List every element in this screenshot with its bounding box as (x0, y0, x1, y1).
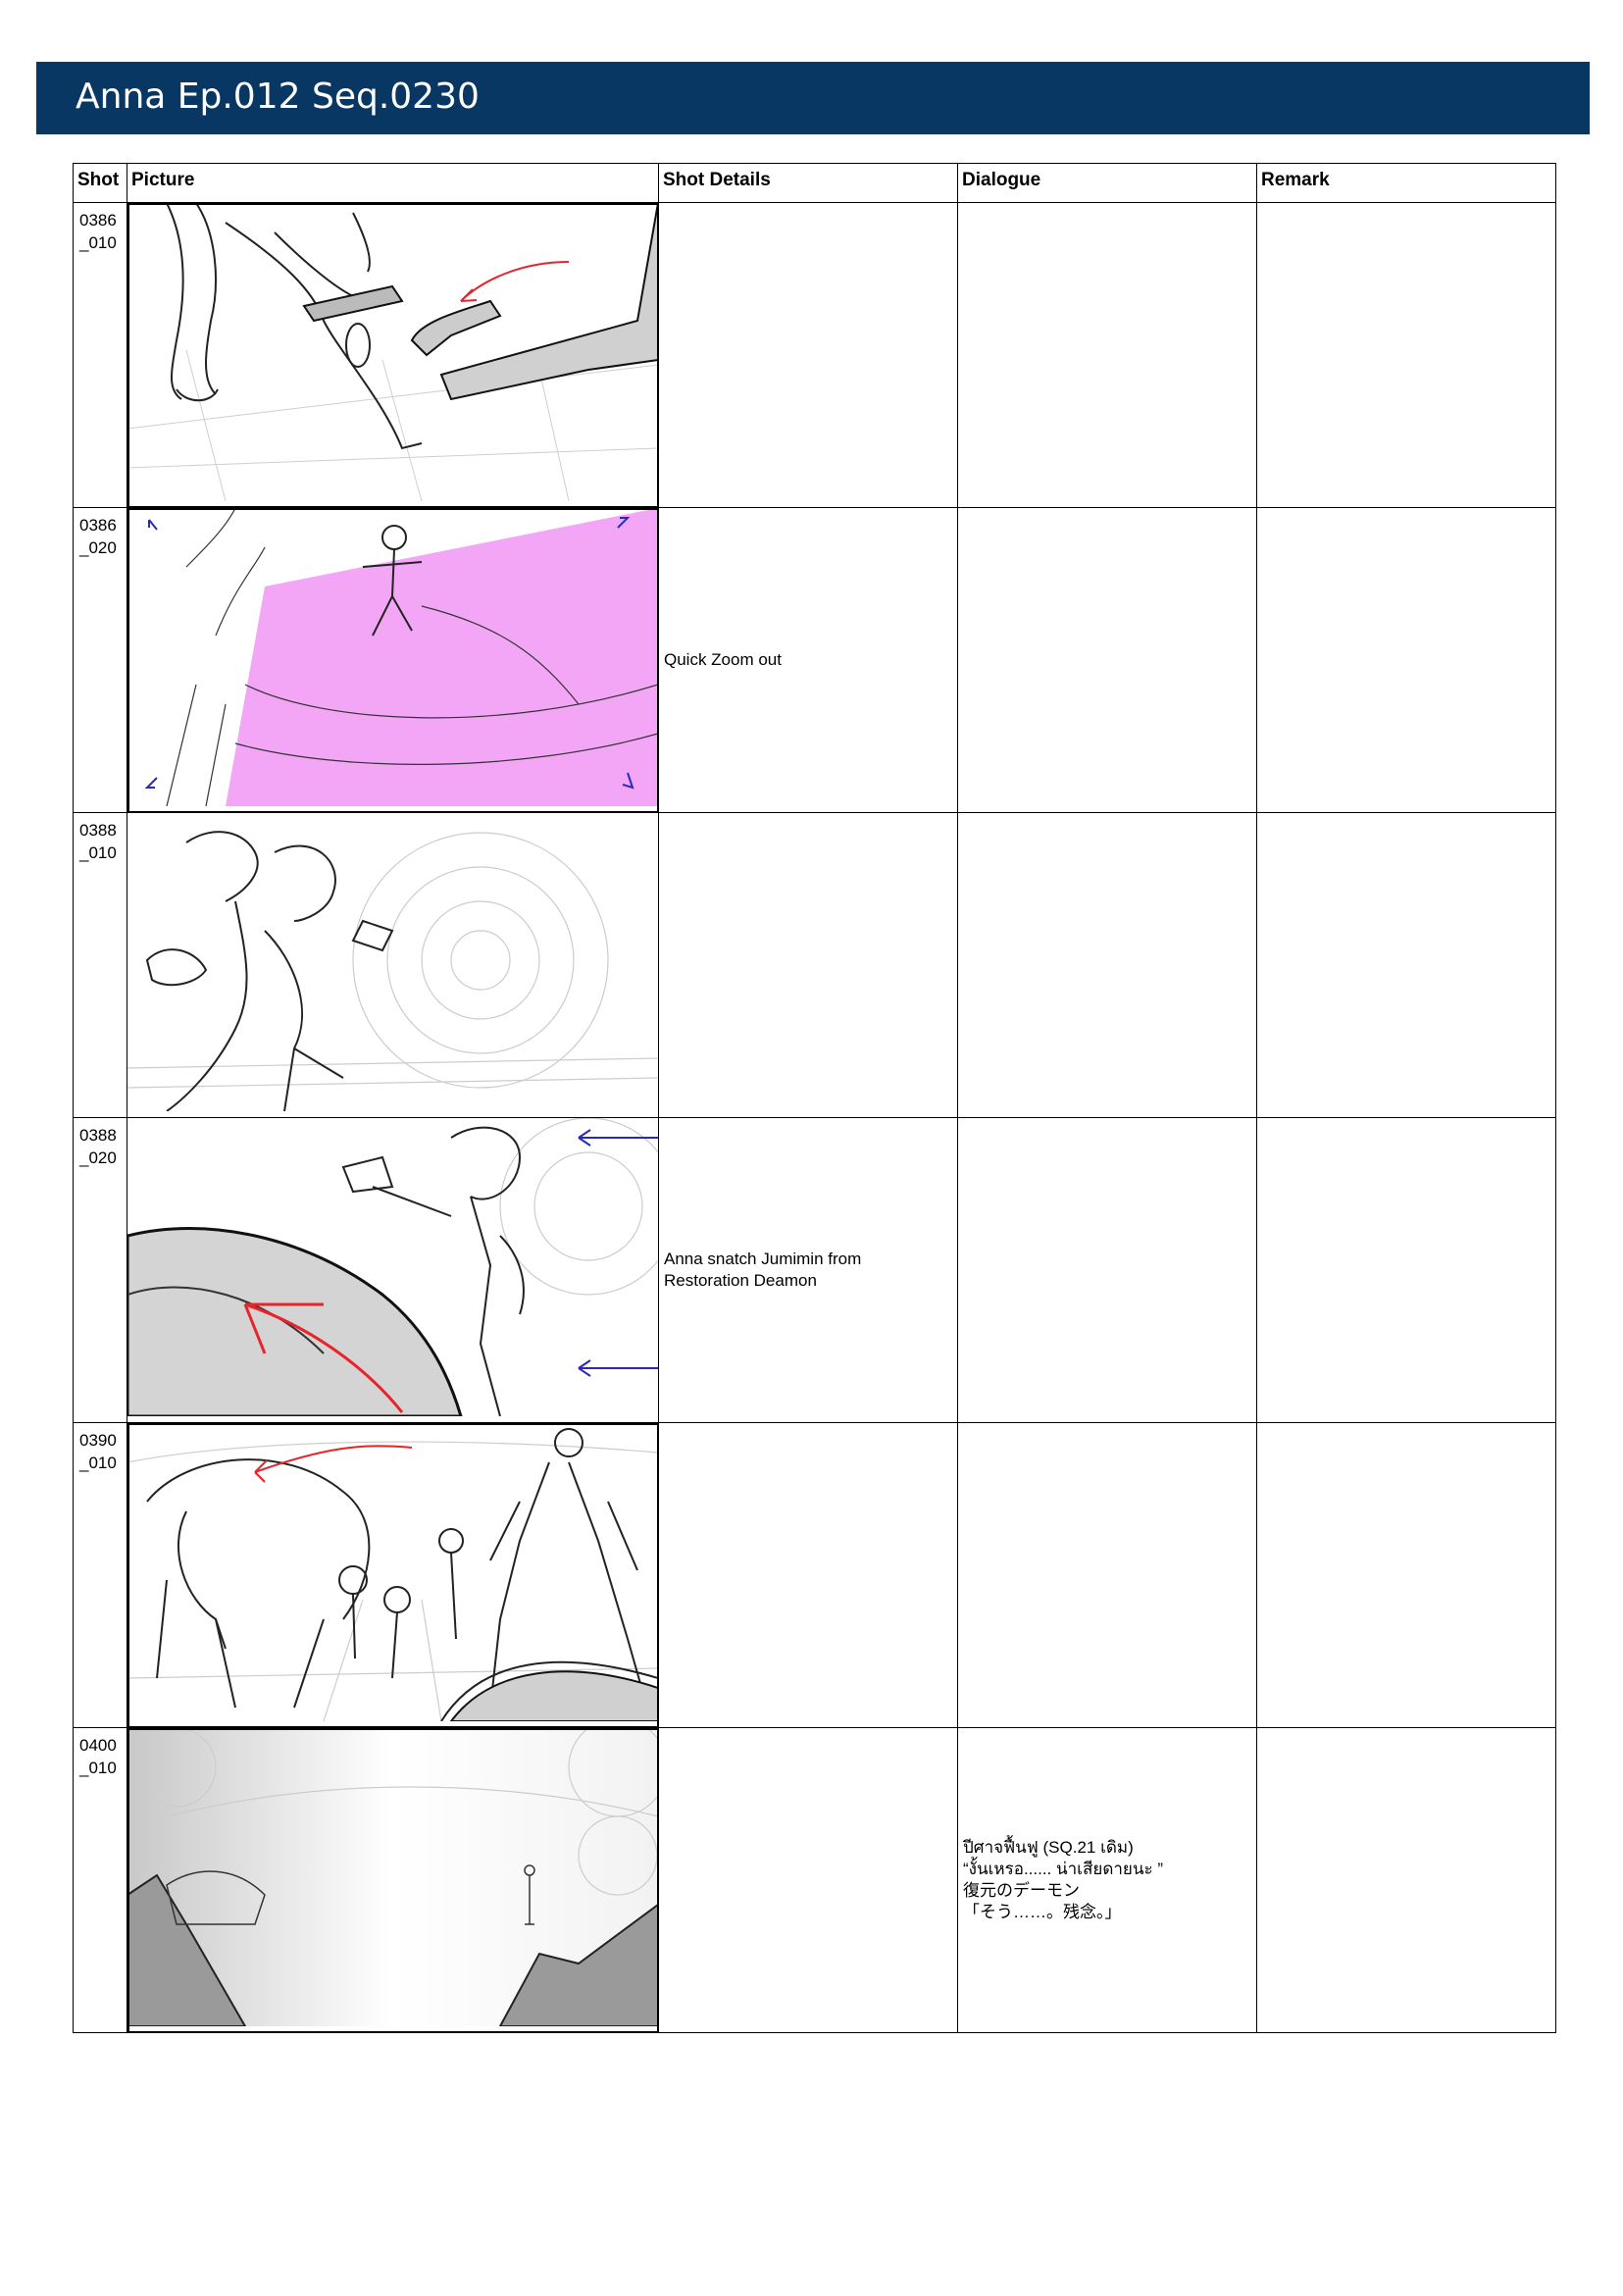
table-row: 0386 _010 (73, 202, 1556, 508)
panel-sketch-zoom-out (144, 508, 658, 806)
shot-details: Anna snatch Jumimin from Restoration Dea… (658, 1117, 958, 1423)
remark (1256, 1727, 1556, 2033)
storyboard-table: Shot Picture Shot Details Dialogue Remar… (73, 163, 1556, 2033)
column-header-remark: Remark (1256, 163, 1556, 203)
table-row: 0386 _020 (73, 507, 1556, 813)
shot-details (658, 812, 958, 1118)
storyboard-panel (127, 1422, 659, 1728)
title-bar: Anna Ep.012 Seq.0230 (36, 62, 1590, 134)
storyboard-panel (127, 1117, 659, 1423)
shot-number: 0390 _010 (73, 1422, 127, 1728)
column-header-shot: Shot (73, 163, 127, 203)
panel-sketch-demon-vortex (127, 831, 658, 1111)
dialogue (957, 1117, 1257, 1423)
panel-sketch-group-scene (127, 1428, 658, 1721)
shot-number: 0386 _010 (73, 202, 127, 508)
shot-number: 0388 _010 (73, 812, 127, 1118)
table-row: 0388 _020 (73, 1117, 1556, 1423)
shot-number: 0386 _020 (73, 507, 127, 813)
table-header-row: Shot Picture Shot Details Dialogue Remar… (73, 163, 1556, 203)
remark (1256, 202, 1556, 508)
column-header-dialogue: Dialogue (957, 163, 1257, 203)
remark (1256, 1117, 1556, 1423)
column-header-picture: Picture (127, 163, 659, 203)
shot-details (658, 1422, 958, 1728)
storyboard-panel (127, 202, 659, 508)
table-row: 0388 _010 (73, 812, 1556, 1118)
column-header-shot-details: Shot Details (658, 163, 958, 203)
shot-details (658, 1727, 958, 2033)
table-row: 0390 _010 (73, 1422, 1556, 1728)
document-title: Anna Ep.012 Seq.0230 (76, 77, 480, 117)
storyboard-panel (127, 812, 659, 1118)
dialogue (957, 1422, 1257, 1728)
remark (1256, 1422, 1556, 1728)
dialogue (957, 507, 1257, 813)
storyboard-panel (127, 1727, 659, 2033)
shot-details (658, 202, 958, 508)
remark (1256, 812, 1556, 1118)
dialogue (957, 202, 1257, 508)
dialogue: ปีศาจฟื้นฟู (SQ.21 เดิม) “งั้นเหรอ......… (957, 1727, 1257, 2033)
storyboard-panel (127, 507, 659, 813)
shot-number: 0400 _010 (73, 1727, 127, 2033)
panel-sketch-snatch (127, 1118, 658, 1416)
remark (1256, 507, 1556, 813)
dialogue (957, 812, 1257, 1118)
panel-sketch-creature-claw (127, 203, 658, 501)
table-row: 0400 _010 (73, 1727, 1556, 2033)
shot-details: Quick Zoom out (658, 507, 958, 813)
shot-number: 0388 _020 (73, 1117, 127, 1423)
panel-sketch-wide-shot (127, 1728, 658, 2026)
